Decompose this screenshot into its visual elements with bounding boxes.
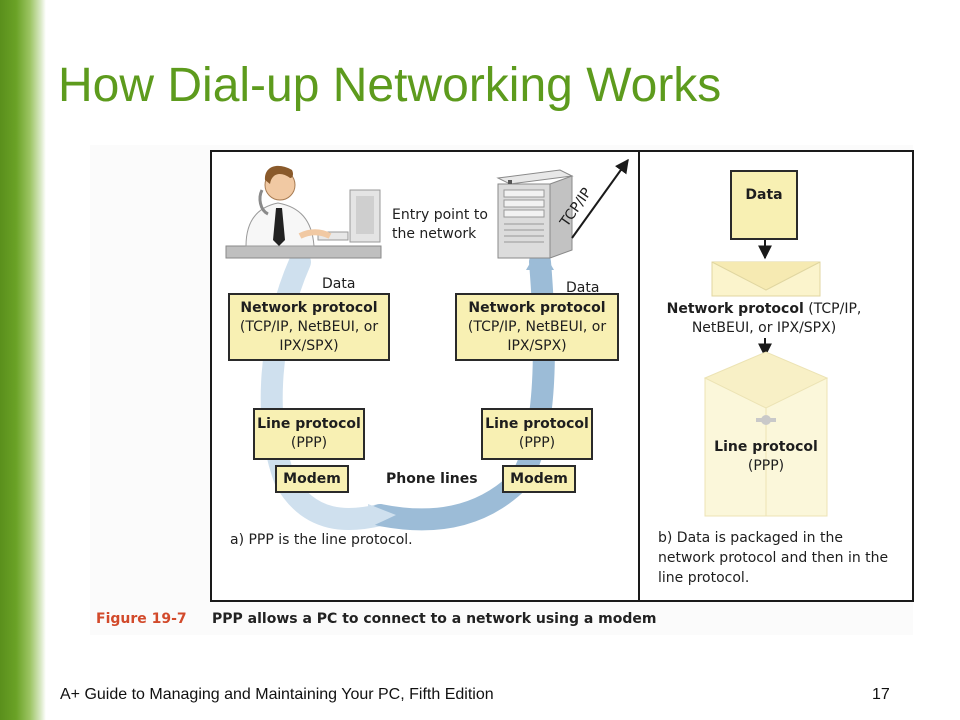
- slide-title: How Dial-up Networking Works: [58, 59, 722, 112]
- line-protocol-box-left: Line protocol (PPP): [253, 408, 365, 460]
- phone-lines-label: Phone lines: [386, 471, 478, 487]
- line-protocol-box-right: Line protocol (PPP): [481, 408, 593, 460]
- large-envelope-icon: [703, 351, 829, 517]
- panel-b-caption: b) Data is packaged in the network proto…: [658, 530, 889, 586]
- figure-caption: PPP allows a PC to connect to a network …: [212, 611, 657, 627]
- data-label-left: Data: [322, 276, 356, 292]
- panel-a-caption: a) PPP is the line protocol.: [230, 532, 413, 548]
- line-protocol-label: Line protocol (PPP): [714, 439, 818, 474]
- small-envelope-icon: [711, 261, 821, 297]
- slide-footer: A+ Guide to Managing and Maintaining You…: [60, 686, 494, 703]
- slide-accent-bar: [0, 0, 46, 720]
- server-icon: [496, 169, 574, 259]
- modem-box-left: Modem: [275, 465, 349, 493]
- tcpip-arrow: [571, 158, 629, 239]
- entry-point-label: Entry point to the network: [392, 207, 488, 242]
- modem-box-right: Modem: [502, 465, 576, 493]
- data-label-right: Data: [566, 280, 600, 296]
- figure-label: Figure 19-7: [96, 611, 187, 627]
- network-protocol-label: Network protocol (TCP/IP, NetBEUI, or IP…: [666, 301, 862, 336]
- person-at-computer-icon: [225, 165, 382, 259]
- network-protocol-box-right: Network protocol (TCP/IP, NetBEUI, or IP…: [455, 293, 619, 361]
- network-protocol-box-left: Network protocol (TCP/IP, NetBEUI, or IP…: [228, 293, 390, 361]
- slide-number: 17: [872, 686, 890, 703]
- data-box: Data: [730, 170, 798, 240]
